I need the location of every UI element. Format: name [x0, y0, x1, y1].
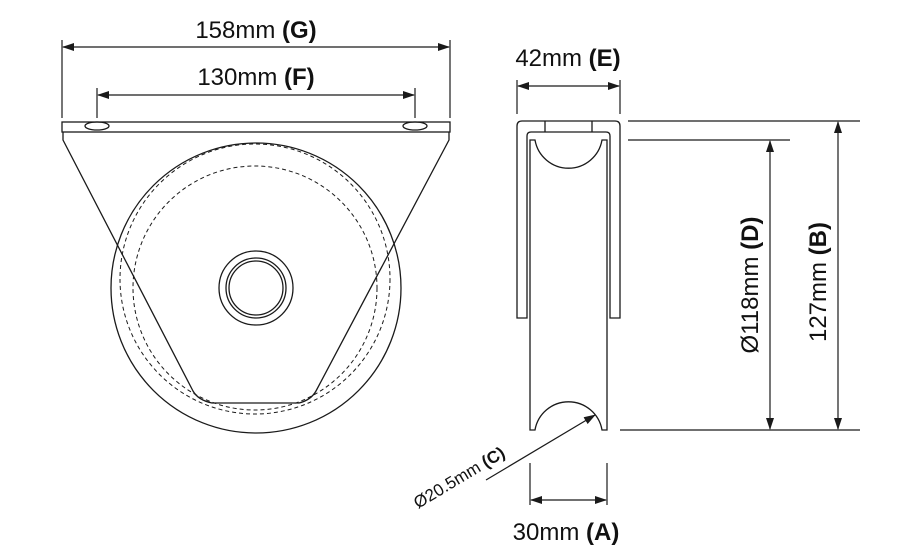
dimension-d: Ø118mm (D)	[628, 139, 790, 430]
side-view	[516, 120, 621, 431]
wheel-outer-circle	[110, 142, 402, 434]
svg-text:Ø118mm (D): Ø118mm (D)	[737, 217, 764, 354]
svg-text:158mm (G): 158mm (G)	[195, 17, 316, 44]
bracket-side	[516, 120, 621, 319]
front-view	[61, 121, 451, 434]
mounting-hole-right	[402, 121, 428, 131]
dimension-c: Ø20.5mm (C)	[410, 414, 596, 512]
groove-hidden-circle	[132, 165, 378, 411]
dimension-f: 130mm (F)	[96, 64, 416, 118]
svg-text:127mm (B): 127mm (B)	[805, 222, 832, 342]
hub	[218, 250, 294, 326]
dimension-e: 42mm (E)	[515, 45, 621, 114]
svg-text:Ø20.5mm (C): Ø20.5mm (C)	[410, 443, 508, 512]
bracket-plate-side	[62, 132, 450, 404]
dimension-g: 158mm (G)	[61, 17, 451, 118]
svg-text:30mm (A): 30mm (A)	[513, 519, 620, 546]
mounting-plate	[61, 121, 451, 133]
mounting-hole-left	[84, 121, 110, 131]
svg-text:130mm (F): 130mm (F)	[197, 64, 314, 91]
wheel-side	[529, 139, 608, 431]
dimension-a: 30mm (A)	[513, 463, 620, 546]
svg-text:42mm (E): 42mm (E)	[515, 45, 620, 72]
wheel-hidden-circle	[119, 143, 391, 415]
dimension-b: 127mm (B)	[620, 120, 860, 431]
